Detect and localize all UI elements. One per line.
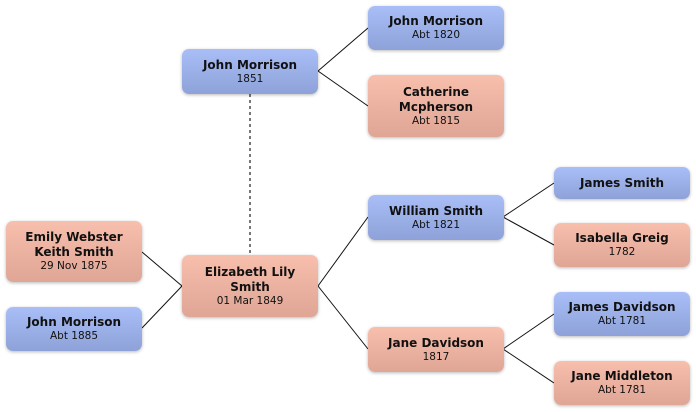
person-name: Jane Davidson <box>388 335 484 350</box>
person-card-john-morrison-1885[interactable]: John Morrison Abt 1885 <box>6 307 142 351</box>
person-card-jane-middleton[interactable]: Jane Middleton Abt 1781 <box>554 361 690 405</box>
person-name: James Smith <box>579 175 665 190</box>
person-name: John Morrison <box>26 315 122 329</box>
link-john1885-elizabeth <box>141 285 183 329</box>
link-jane-janemiddleton <box>502 348 555 384</box>
person-card-isabella-greig[interactable]: Isabella Greig 1782 <box>554 223 690 267</box>
person-date: Abt 1781 <box>597 384 647 396</box>
person-date: Abt 1815 <box>411 114 461 127</box>
person-name: James Davidson <box>568 300 676 314</box>
link-elizabeth-william <box>317 216 369 287</box>
person-date: 1817 <box>422 350 450 363</box>
link-jane-jamesdavidson <box>502 313 555 350</box>
person-card-jane-davidson[interactable]: Jane Davidson 1817 <box>368 327 504 372</box>
person-date: 1782 <box>608 246 636 258</box>
person-date: 29 Nov 1875 <box>40 260 108 272</box>
person-name: Emily Webster Keith Smith <box>25 230 123 259</box>
person-card-emily-webster-keith-smith[interactable]: Emily Webster Keith Smith 29 Nov 1875 <box>6 221 142 282</box>
person-card-catherine-mcpherson[interactable]: Catherine Mcpherson Abt 1815 <box>368 75 504 137</box>
link-john1851-john1820 <box>317 27 369 72</box>
link-emily-elizabeth <box>141 251 183 287</box>
person-date: Abt 1885 <box>49 330 99 342</box>
person-name: Elizabeth Lily Smith <box>204 264 296 294</box>
person-name: William Smith <box>388 203 483 218</box>
person-name: John Morrison <box>202 57 298 72</box>
person-name: Isabella Greig <box>575 231 669 245</box>
link-john1851-catherine <box>317 70 369 107</box>
person-card-elizabeth-lily-smith[interactable]: Elizabeth Lily Smith 01 Mar 1849 <box>182 255 318 317</box>
person-date: Abt 1821 <box>411 218 461 231</box>
person-name: Jane Middleton <box>571 369 673 383</box>
link-elizabeth-jane <box>317 285 369 350</box>
person-date: 1851 <box>236 72 264 85</box>
person-card-james-davidson[interactable]: James Davidson Abt 1781 <box>554 292 690 336</box>
person-card-john-morrison-1820[interactable]: John Morrison Abt 1820 <box>368 6 504 50</box>
link-william-isabella <box>502 216 555 246</box>
person-card-james-smith[interactable]: James Smith <box>554 167 690 199</box>
person-card-william-smith[interactable]: William Smith Abt 1821 <box>368 195 504 240</box>
person-date: Abt 1820 <box>411 29 461 41</box>
person-card-john-morrison-1851[interactable]: John Morrison 1851 <box>182 49 318 94</box>
person-name: John Morrison <box>388 14 484 28</box>
link-william-james <box>502 182 555 218</box>
person-date: 01 Mar 1849 <box>216 294 284 307</box>
person-date: Abt 1781 <box>597 315 647 327</box>
person-name: Catherine Mcpherson <box>398 84 474 114</box>
